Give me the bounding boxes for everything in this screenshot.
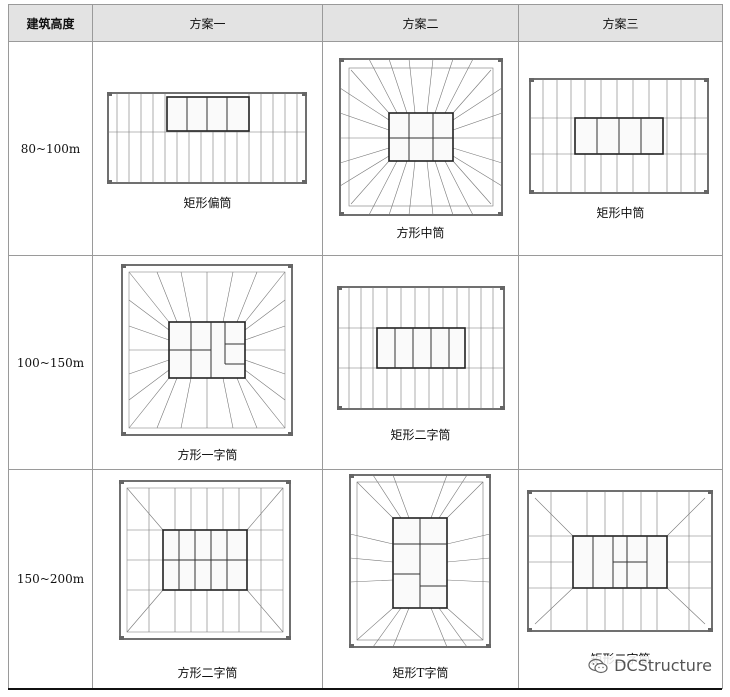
plan-caption: 方形一字筒 [177,448,238,462]
table-row: 80~100m [8,41,723,256]
plan-caption: 方形中筒 [396,226,445,240]
floor-plan-square-double-core [119,480,291,640]
floor-plan-square-center-core [339,58,503,216]
cell-row3-scheme3: 矩形二字筒 [518,469,723,689]
table-bottom-rule [8,688,722,690]
plan-caption: 矩形中筒 [596,206,645,220]
table-row: 150~200m [8,469,723,689]
scheme-table-sheet: 建筑高度 方案一 方案二 方案三 80~100m [8,4,723,689]
row-height-label: 150~200m [8,469,93,689]
plan-caption: 矩形T字筒 [392,666,449,680]
plan-caption: 方形二字筒 [177,666,238,680]
plan-caption: 矩形偏筒 [183,196,232,210]
header-building-height: 建筑高度 [8,4,93,42]
row-height-label: 100~150m [8,255,93,470]
floor-plan-rect-offset-core [107,92,307,184]
cell-row3-scheme1: 方形二字筒 [92,469,323,689]
watermark: DCStructure [586,656,714,675]
wechat-icon [588,658,608,673]
scheme-table: 建筑高度 方案一 方案二 方案三 80~100m [8,4,723,689]
plan-caption: 矩形二字筒 [390,428,451,442]
cell-row2-scheme3-empty [518,255,723,470]
cell-row1-scheme2: 方形中筒 [322,41,519,256]
floor-plan-rect-center-core [529,78,709,194]
row-height-label: 80~100m [8,41,93,256]
cell-row1-scheme1: 矩形偏筒 [92,41,323,256]
table-header-row: 建筑高度 方案一 方案二 方案三 [8,4,723,42]
cell-row2-scheme1: 方形一字筒 [92,255,323,470]
header-scheme-2: 方案二 [322,4,519,42]
floor-plan-rect-t-core [349,474,491,648]
floor-plan-rect-double-core [337,286,505,410]
cell-row3-scheme2: 矩形T字筒 [322,469,519,689]
header-scheme-1: 方案一 [92,4,323,42]
table-row: 100~150m [8,255,723,470]
header-scheme-3: 方案三 [518,4,723,42]
floor-plan-rect-double-core-large [527,490,713,632]
cell-row2-scheme2: 矩形二字筒 [322,255,519,470]
watermark-text: DCStructure [614,656,712,675]
floor-plan-square-single-core [121,264,293,436]
cell-row1-scheme3: 矩形中筒 [518,41,723,256]
